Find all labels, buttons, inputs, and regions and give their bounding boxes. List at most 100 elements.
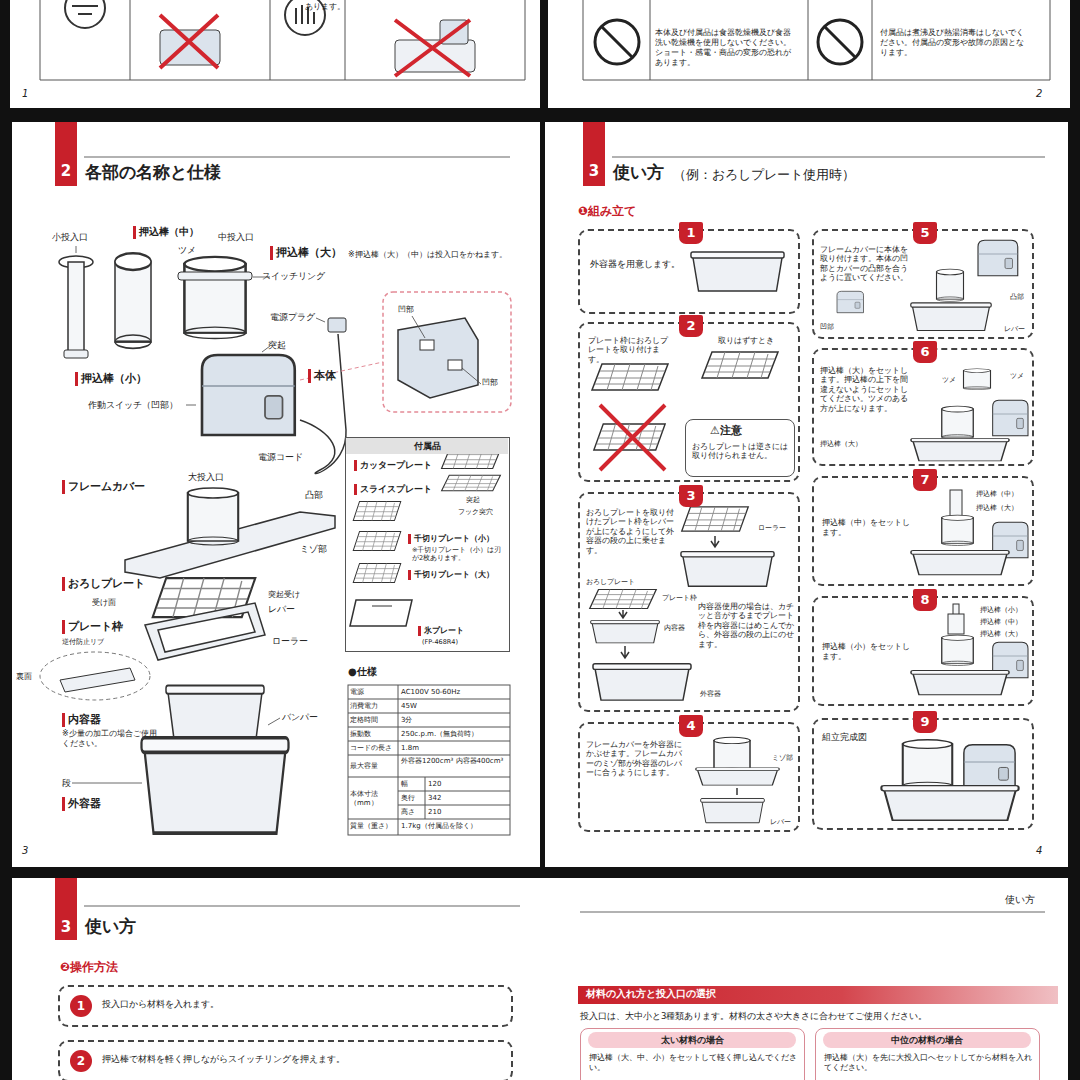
part-label: 大投入口	[188, 472, 224, 483]
part-label: 定格時間	[350, 716, 396, 725]
assembly-illustration-shape	[590, 589, 657, 608]
part-label: 高さ	[401, 808, 425, 817]
part-label: 本体及び付属品は食器乾燥機及び食器洗い乾燥機を使用しないでください。ショート・感…	[655, 28, 795, 68]
part-label: ※押込棒（大）（中）は投入口をかねます。	[348, 250, 507, 260]
node-text: 投入口から材料を入れます。	[102, 999, 219, 1010]
part-label: 電源コード	[258, 452, 303, 463]
step-number: 5	[913, 222, 937, 244]
spec-table-shape	[348, 685, 510, 835]
part-label: 凹部	[482, 378, 498, 388]
warning-icons-shape	[395, 20, 470, 76]
header-rules-shape	[84, 905, 520, 907]
spec-table-shape	[425, 777, 426, 819]
section-number: 3	[583, 122, 605, 186]
step-number: 2	[679, 315, 703, 337]
parts-illustration-shape	[145, 603, 265, 660]
step-number: 6	[913, 341, 937, 363]
assembly-illustration-shape	[591, 620, 660, 643]
assembly-illustration-shape	[681, 552, 774, 587]
step-number: 1	[679, 222, 703, 244]
parts-illustration-shape	[166, 686, 264, 740]
assembly-illustration-shape	[702, 352, 778, 378]
warning-table-shape	[130, 0, 131, 80]
part-label: 1	[22, 88, 28, 101]
accessory-illustration-shape	[353, 563, 401, 582]
section-title: 使い方	[85, 916, 136, 937]
node-text: 押込棒（大）を先に大投入口へセットしてから材料を入れてください。	[824, 1053, 1032, 1073]
node-text: 突起	[466, 496, 480, 505]
node-text: おろしプレートは逆さには取り付けられません。	[692, 442, 788, 461]
parts-illustration-shape	[188, 488, 238, 545]
assembly-illustration-shape	[701, 798, 765, 822]
assembly-illustration-shape	[942, 515, 974, 545]
parts-illustration-shape	[448, 360, 462, 370]
section-header: 3使い方（例：おろしプレート使用時）	[583, 122, 1053, 188]
warning-icons-shape	[160, 15, 218, 68]
step-box: 4フレームカバーを外容器にかぶせます。フレームカバーのミゾ部が外容器のレバーに合…	[578, 722, 800, 832]
accessory-illustration-shape	[353, 501, 401, 520]
parts-illustration-shape	[420, 340, 434, 350]
step-box: 9組立完成図	[812, 718, 1034, 830]
warning-icons-shape	[65, 0, 105, 28]
part-label: 消費電力	[350, 702, 396, 711]
part-label: 3	[22, 845, 28, 858]
assembly-illustration-shape	[964, 369, 991, 390]
parts-illustration-shape	[142, 738, 289, 833]
accessory-illustration-shape	[442, 475, 501, 491]
node-text: 取りはずすとき	[718, 336, 774, 345]
part-label: あります。	[305, 2, 345, 12]
part-label: ●仕様	[348, 666, 377, 679]
part-label: 210	[428, 808, 508, 817]
part-label: レバー	[268, 604, 295, 615]
caution-box: ⚠注意おろしプレートは逆さには取り付けられません。	[685, 419, 795, 477]
node-text: 押込棒（中）をセットします。	[822, 518, 912, 538]
section-title: 各部の名称と仕様	[85, 162, 221, 183]
parts-illustration-shape	[328, 318, 346, 332]
step-number: 8	[913, 589, 937, 611]
part-label: ※少量の加工の場合ご使用ください。	[62, 729, 157, 749]
part-label: 1.7kg（付属品を除く）	[401, 822, 508, 831]
node-text: おろしプレートを取り付けたプレート枠をレバーが上になるようにして外容器の段の上に…	[586, 508, 678, 555]
parts-illustration-shape	[398, 318, 478, 398]
warning-icons-shape	[818, 20, 862, 64]
part-label: 4	[1036, 845, 1042, 858]
warning-table-shape	[270, 0, 271, 80]
step-number: 4	[679, 715, 703, 737]
node-text: 押込棒（中）	[976, 490, 1018, 499]
assembly-illustration-shape	[837, 291, 864, 312]
warning-table-shape	[583, 80, 1050, 81]
part-label: 振動数	[350, 730, 396, 739]
spec-table-shape	[348, 819, 510, 820]
assembly-illustration-shape	[903, 740, 953, 789]
assembly-illustration-shape	[682, 507, 749, 531]
part-label: 3分	[401, 716, 508, 725]
parts-illustration-shape	[300, 362, 383, 380]
part-label: 最大容量	[350, 762, 396, 771]
step-number: 7	[913, 469, 937, 491]
assembly-illustration-shape	[592, 364, 668, 390]
parts-illustration-shape	[412, 316, 425, 338]
assembly-illustration-shape	[691, 252, 784, 291]
step-box: 6押込棒（大）をセットします。押込棒の上下を間違えないようにセットしてください。…	[812, 348, 1034, 466]
assembly-illustration-shape	[600, 405, 665, 470]
node-text: ミゾ部	[772, 754, 793, 763]
part-label: 使い方	[1005, 894, 1035, 907]
parts-illustration-shape	[184, 257, 245, 339]
node-text: 氷プレート	[418, 626, 464, 636]
accessory-illustration-shape	[353, 531, 401, 550]
page-panels	[10, 0, 1070, 1080]
part-label: 投入口は、大中小と3種類あります。材料の太さや大きさに合わせてご使用ください。	[580, 1011, 1050, 1022]
parts-illustration-shape	[202, 355, 295, 435]
warning-table	[40, 0, 1050, 80]
spec-table-shape	[398, 685, 399, 835]
warning-icons-shape	[602, 27, 632, 57]
assembly-illustration-shape	[711, 536, 719, 547]
parts-illustration-shape	[383, 292, 511, 412]
parts-illustration-shape-shape	[268, 718, 280, 725]
parts-illustration-shape-shape	[76, 246, 77, 253]
assembly-illustration-shape	[736, 788, 738, 795]
node-text: 材料の入れ方と投入口の選択	[586, 988, 716, 1001]
node-text: 押込棒（大）	[820, 440, 862, 449]
part-label: 2	[1036, 88, 1042, 101]
step-box: 3おろしプレートを取り付けたプレート枠をレバーが上になるようにして外容器の段の上…	[578, 492, 800, 712]
